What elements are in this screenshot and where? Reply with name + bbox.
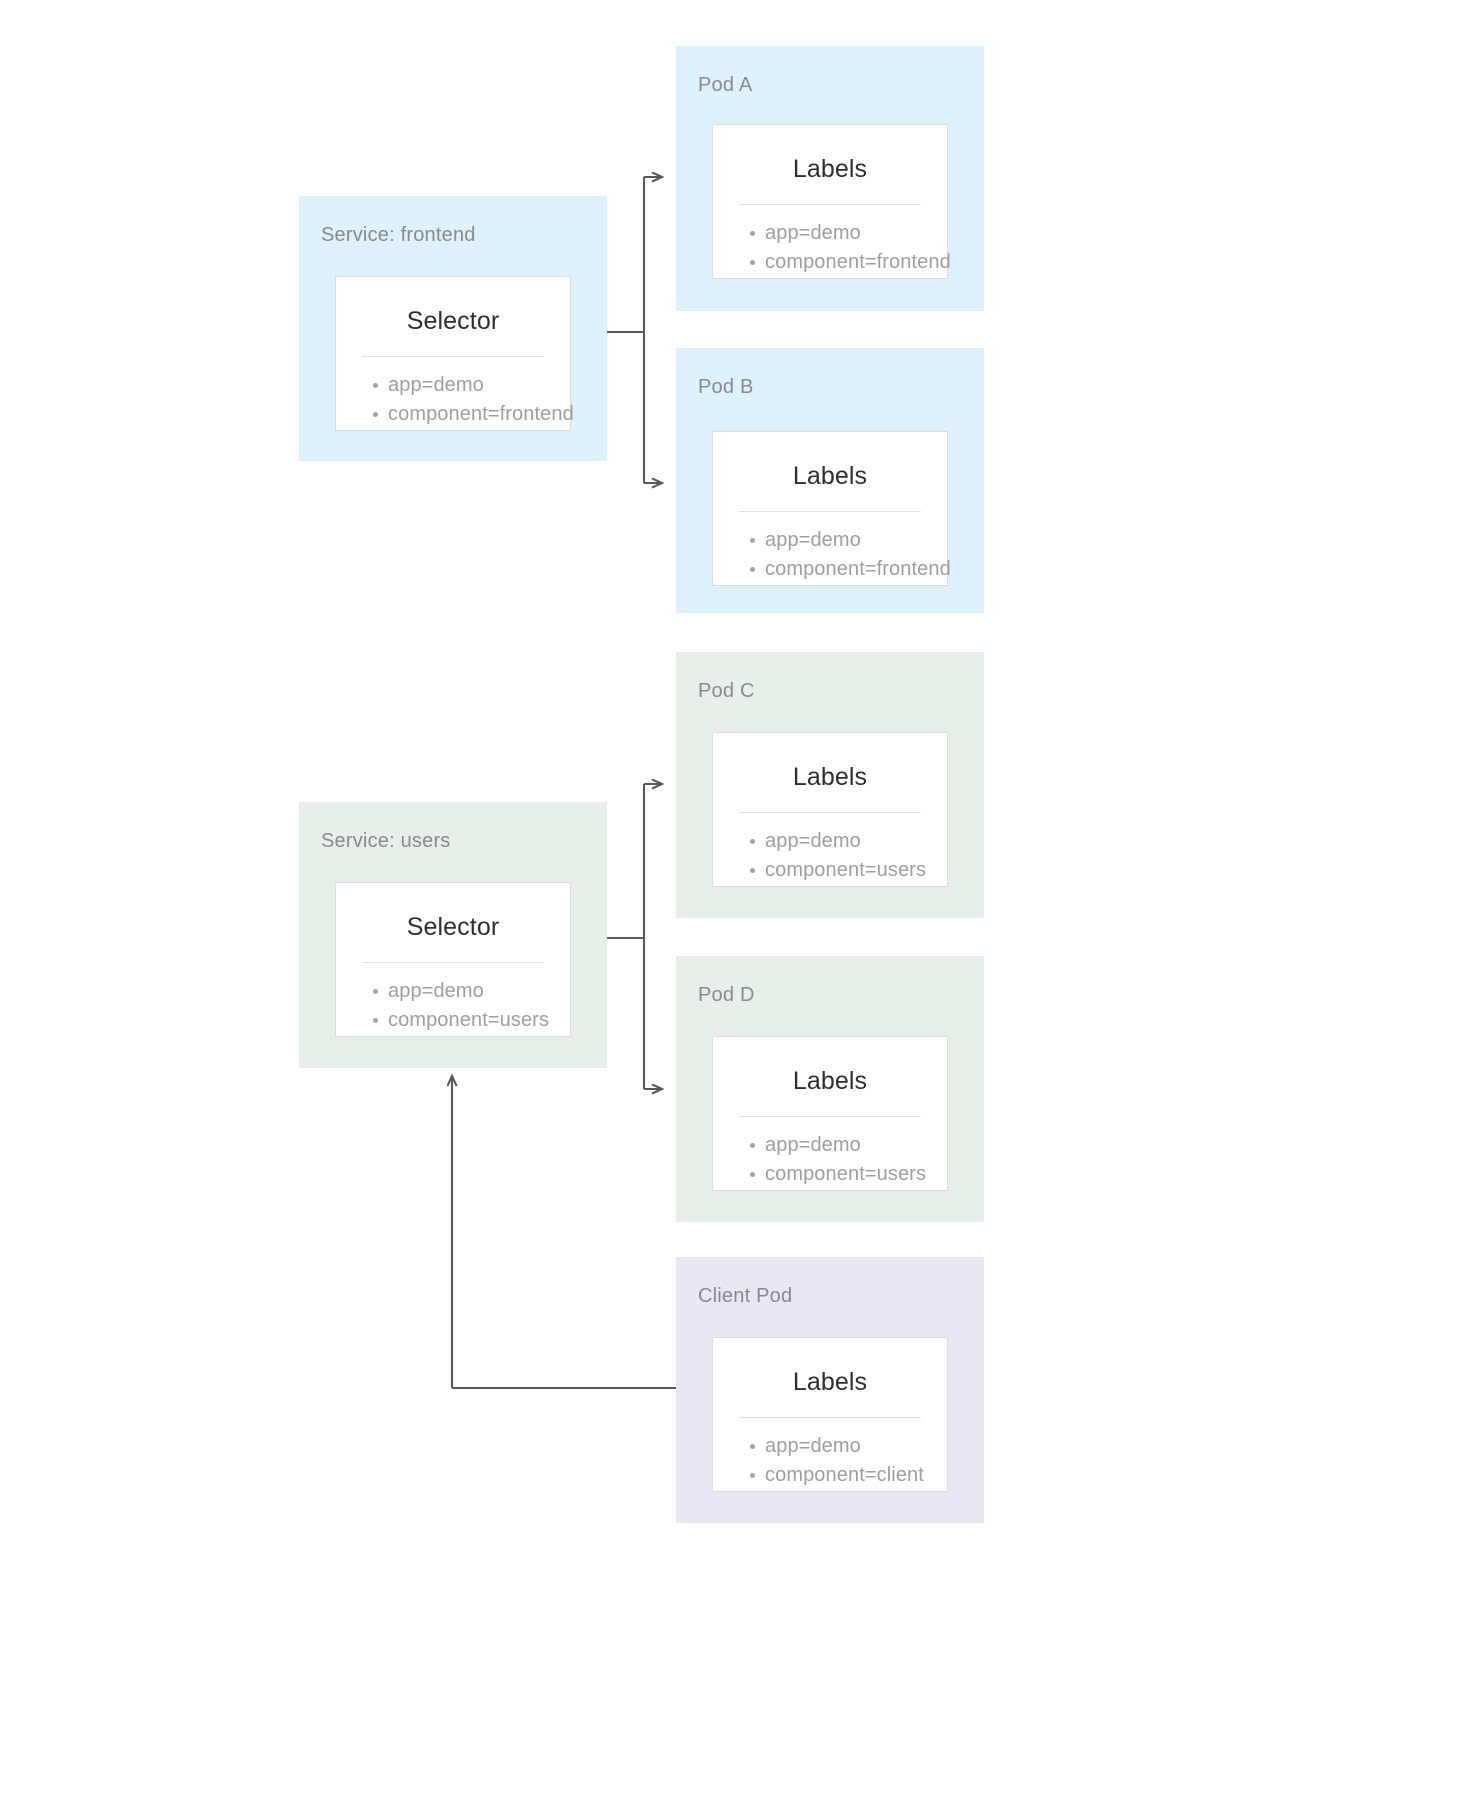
list-item: component=client [750, 1461, 947, 1490]
labels-list: app=demo component=frontend [713, 512, 951, 584]
pod-c-group[interactable]: Pod C Labels app=demo component=users [676, 652, 984, 918]
card-divider [739, 511, 921, 512]
service-users-group[interactable]: Service: users Selector app=demo compone… [299, 802, 607, 1068]
list-item: app=demo [750, 526, 947, 555]
pod-b-group[interactable]: Pod B Labels app=demo component=frontend [676, 348, 984, 613]
list-item: app=demo [750, 1131, 947, 1160]
list-item: app=demo [373, 371, 570, 400]
list-item: component=users [373, 1006, 570, 1035]
list-item: app=demo [750, 1432, 947, 1461]
card-divider [362, 962, 544, 963]
list-item: app=demo [373, 977, 570, 1006]
list-item: app=demo [750, 827, 947, 856]
card-title: Labels [792, 1067, 868, 1095]
list-item: component=frontend [750, 555, 951, 584]
client-pod-group[interactable]: Client Pod Labels app=demo component=cli… [676, 1257, 984, 1523]
pod-d-group[interactable]: Pod D Labels app=demo component=users [676, 956, 984, 1222]
labels-list: app=demo component=client [713, 1418, 947, 1490]
connector-frontend-to-pods [607, 177, 662, 483]
selector-list: app=demo component=frontend [336, 357, 574, 429]
pod-d-labels-card[interactable]: Labels app=demo component=users [712, 1036, 948, 1191]
pod-a-label: Pod A [698, 74, 753, 96]
pod-c-label: Pod C [698, 680, 755, 702]
service-users-selector-card[interactable]: Selector app=demo component=users [335, 882, 571, 1037]
connector-client-to-users [452, 1076, 676, 1390]
labels-list: app=demo component=users [713, 1117, 947, 1189]
card-title: Labels [792, 1368, 868, 1396]
service-frontend-group[interactable]: Service: frontend Selector app=demo comp… [299, 196, 607, 461]
list-item: component=frontend [750, 248, 951, 277]
service-frontend-selector-card[interactable]: Selector app=demo component=frontend [335, 276, 574, 431]
connector-users-to-pods [607, 784, 662, 1089]
service-frontend-label: Service: frontend [321, 224, 476, 246]
card-title: Selector [406, 913, 500, 941]
card-title: Selector [406, 307, 500, 335]
pod-b-label: Pod B [698, 376, 754, 398]
service-users-label: Service: users [321, 830, 451, 852]
pod-a-labels-card[interactable]: Labels app=demo component=frontend [712, 124, 951, 279]
card-divider [739, 204, 921, 205]
card-title: Labels [792, 462, 868, 490]
list-item: component=users [750, 856, 947, 885]
pod-d-label: Pod D [698, 984, 755, 1006]
labels-list: app=demo component=frontend [713, 205, 951, 277]
card-divider [739, 1417, 921, 1418]
list-item: component=frontend [373, 400, 574, 429]
labels-list: app=demo component=users [713, 813, 947, 885]
card-divider [739, 812, 921, 813]
client-pod-labels-card[interactable]: Labels app=demo component=client [712, 1337, 948, 1492]
selector-list: app=demo component=users [336, 963, 570, 1035]
pod-c-labels-card[interactable]: Labels app=demo component=users [712, 732, 948, 887]
card-title: Labels [792, 763, 868, 791]
card-divider [362, 356, 544, 357]
client-pod-label: Client Pod [698, 1285, 793, 1307]
card-title: Labels [792, 155, 868, 183]
list-item: component=users [750, 1160, 947, 1189]
card-divider [739, 1116, 921, 1117]
list-item: app=demo [750, 219, 947, 248]
pod-a-group[interactable]: Pod A Labels app=demo component=frontend [676, 46, 984, 311]
pod-b-labels-card[interactable]: Labels app=demo component=frontend [712, 431, 951, 586]
